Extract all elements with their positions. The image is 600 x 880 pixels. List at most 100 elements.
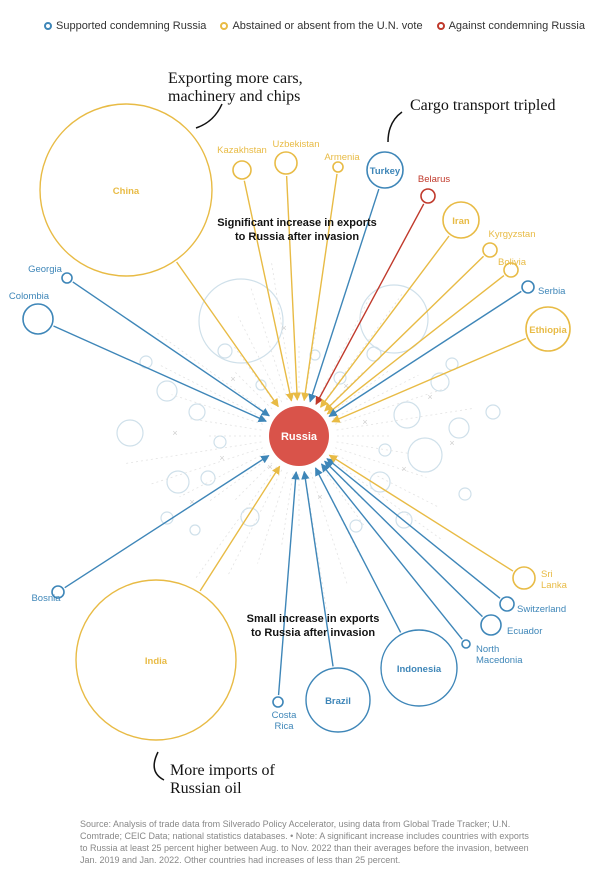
china-annotation: Exporting more cars, machinery and chips (168, 70, 303, 105)
country-node-armenia[interactable]: Armenia (324, 152, 360, 173)
bosnia-label: Bosnia (31, 593, 61, 604)
minor-flow-line (321, 466, 366, 527)
kyrgyzstan-label: Kyrgyzstan (489, 229, 536, 240)
armenia-circle[interactable] (332, 161, 344, 173)
minor-country-circle (369, 471, 391, 493)
minor-country-circle (213, 435, 227, 449)
legend: Supported condemning Russia Abstained or… (44, 20, 585, 32)
iran-export-arrow (320, 235, 450, 408)
country-node-ethiopia[interactable]: Ethiopia (525, 306, 571, 352)
turkey-export-arrow (308, 188, 380, 403)
minor-country-circle (393, 401, 421, 429)
ethiopia-label: Ethiopia (529, 325, 567, 336)
costa-rica-circle[interactable] (272, 696, 284, 708)
switzerland-label: Switzerland (517, 604, 566, 615)
minor-flow-line (281, 473, 294, 547)
indonesia-circle[interactable] (380, 629, 458, 707)
abstained-dot-icon (220, 22, 229, 30)
country-node-uzbekistan[interactable]: Uzbekistan (273, 139, 320, 175)
ethiopia-circle[interactable] (525, 306, 571, 352)
bosnia-circle[interactable] (51, 585, 65, 599)
country-node-iran[interactable]: Iran (442, 201, 480, 239)
minor-country-circle (255, 379, 267, 391)
indonesia-label: Indonesia (397, 664, 442, 675)
country-node-belarus[interactable]: Belarus (418, 174, 450, 204)
minor-country-circle (116, 419, 144, 447)
serbia-label: Serbia (538, 286, 566, 297)
colombia-circle[interactable] (22, 303, 54, 335)
country-node-brazil[interactable]: Brazil (305, 667, 371, 733)
minor-flow-line (304, 473, 328, 612)
china-circle[interactable] (39, 103, 213, 277)
against-dot-icon (436, 22, 445, 30)
country-node-switzerland[interactable]: Switzerland (499, 596, 566, 615)
serbia-circle[interactable] (521, 280, 535, 294)
turkey-circle[interactable] (366, 151, 404, 189)
ecuador-label: Ecuador (507, 626, 542, 637)
country-node-india[interactable]: India (75, 579, 237, 741)
minor-country-circle (200, 470, 216, 486)
country-node-colombia[interactable]: Colombia (9, 291, 54, 335)
minor-flow-line (194, 466, 277, 581)
india-label: India (145, 656, 168, 667)
country-node-bosnia[interactable]: Bosnia (31, 585, 65, 604)
small-increase-label: Small increase in exports to Russia afte… (246, 613, 380, 639)
switzerland-circle[interactable] (499, 596, 515, 612)
minor-country-circle (189, 524, 201, 536)
minor-country-circle (309, 349, 321, 361)
minor-country-circle (349, 519, 363, 533)
north-macedonia-export-arrow (320, 463, 463, 640)
switzerland-export-arrow (326, 458, 501, 599)
georgia-export-arrow (72, 281, 270, 417)
minor-flow-line (304, 325, 317, 399)
iran-circle[interactable] (442, 201, 480, 239)
georgia-circle[interactable] (61, 272, 73, 284)
uzbekistan-circle[interactable] (274, 151, 298, 175)
russia-circle[interactable] (269, 406, 329, 466)
country-node-ecuador[interactable]: Ecuador (480, 614, 542, 637)
country-node-china[interactable]: China (39, 103, 213, 277)
uzbekistan-label: Uzbekistan (273, 139, 320, 150)
minor-country-mark: × (219, 453, 224, 463)
russia-label: Russia (281, 431, 318, 443)
country-node-georgia[interactable]: Georgia (28, 264, 73, 284)
legend-item-supported: Supported condemning Russia (44, 20, 206, 32)
minor-flow-line (335, 447, 427, 478)
minor-country-circle (166, 470, 190, 494)
country-node-turkey[interactable]: Turkey (366, 151, 404, 189)
turkey-annotation: Cargo transport tripled (410, 97, 556, 114)
country-node-serbia[interactable]: Serbia (521, 280, 566, 297)
georgia-label: Georgia (28, 264, 63, 275)
sri-lanka-circle[interactable] (512, 566, 536, 590)
north-macedonia-circle[interactable] (461, 639, 471, 649)
iran-label: Iran (452, 216, 470, 227)
bosnia-export-arrow (64, 454, 270, 589)
minor-flow-line (150, 447, 263, 485)
india-circle[interactable] (75, 579, 237, 741)
kyrgyzstan-circle[interactable] (482, 242, 498, 258)
uzbekistan-export-arrow (285, 175, 302, 401)
minor-country-circle (217, 343, 233, 359)
kyrgyzstan-export-arrow (324, 255, 485, 412)
ecuador-circle[interactable] (480, 614, 502, 636)
belarus-export-arrow (315, 203, 425, 406)
minor-flow-line (171, 394, 263, 425)
country-node-bolivia[interactable]: Bolivia (498, 257, 527, 278)
belarus-circle[interactable] (420, 188, 436, 204)
brazil-circle[interactable] (305, 667, 371, 733)
colombia-label: Colombia (9, 291, 50, 302)
minor-flow-line (179, 452, 266, 498)
armenia-label: Armenia (324, 152, 360, 163)
legend-label: Abstained or absent from the U.N. vote (232, 20, 423, 32)
india-export-arrow (199, 465, 281, 592)
russia-node[interactable]: Russia (269, 406, 329, 466)
country-node-kyrgyzstan[interactable]: Kyrgyzstan (482, 229, 536, 258)
country-node-indonesia[interactable]: Indonesia (380, 629, 458, 707)
country-node-kazakhstan[interactable]: Kazakhstan (217, 145, 267, 180)
bolivia-circle[interactable] (503, 262, 519, 278)
kazakhstan-circle[interactable] (232, 160, 252, 180)
